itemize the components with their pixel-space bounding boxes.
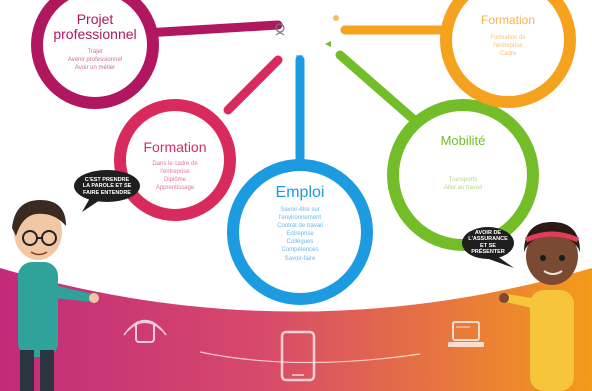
speech-bubble-left-text: C'EST PRENDRE LA PAROLE ET SE FAIRE ENTE…: [78, 177, 136, 196]
speech-right-line: L'ASSURANCE: [468, 236, 508, 243]
wifi-icon: [123, 319, 167, 343]
mobilite-title: Mobilité: [440, 133, 486, 148]
projet-description: Trajet Avenir professionnel Avoir un mét…: [40, 48, 150, 72]
speech-left-line: C'EST PRENDRE: [84, 177, 130, 183]
bottom-band: [0, 268, 592, 391]
hub-icon: [275, 15, 339, 63]
emploi-desc-line: Compétences: [281, 247, 319, 254]
projet-title-line2: professionnel: [53, 26, 137, 43]
formation-title: Formation: [143, 139, 207, 155]
formation-desc-line: Apprentissage: [155, 185, 195, 192]
emploi-desc-line: Savoir-faire: [284, 255, 316, 262]
formation-description: Dans le cadre de l'entreprise Diplôme Ap…: [125, 160, 225, 192]
bottom-band-curve: [199, 351, 421, 364]
projet-title: Projet professionnel: [40, 11, 150, 43]
speech-bubble-left: [74, 170, 140, 212]
speech-right-line: PRÉSENTER: [471, 248, 505, 255]
mobilite-description: Transports Aller au travail: [413, 176, 513, 192]
orange-desc-line: Formation de: [490, 35, 526, 41]
speech-bubble-right-text: AVOIR DE L'ASSURANCE ET SE PRÉSENTER: [466, 230, 510, 255]
circle-projet: [31, 0, 159, 109]
computer-icon: [448, 321, 484, 347]
connector-projet: [140, 20, 283, 38]
projet-desc-line: Avoir un métier: [74, 65, 116, 72]
mobilite-desc-line: Aller au travail: [443, 185, 482, 192]
emploi-description: Savoir-être sur l'environnement Contrat …: [245, 206, 355, 263]
projet-desc-line: Avenir professionnel: [67, 57, 123, 64]
formation-desc-line: l'entreprise: [160, 169, 190, 176]
orange-desc-line: Cadre: [499, 51, 517, 58]
orange-title: Formation: [480, 13, 536, 27]
speech-left-line: FAIRE ENTENDRE: [83, 189, 131, 196]
projet-title-line1: Projet: [76, 11, 114, 27]
formation-desc-line: Diplôme: [163, 177, 186, 184]
tablet-icon: [280, 330, 316, 382]
mobilite-desc-line: Transports: [448, 177, 478, 183]
circle-emploi: [227, 159, 373, 305]
emploi-desc-line: Savoir-être sur: [280, 207, 320, 213]
speech-left-line: LA PAROLE ET SE: [82, 183, 132, 190]
emploi-desc-line: l'environnement: [278, 215, 322, 222]
connector-formation: [223, 55, 283, 115]
orange-description: Formation de l'entreprise Cadre: [458, 34, 558, 58]
character-girl-with-headband: [499, 222, 580, 391]
orange-desc-line: l'entreprise: [493, 43, 523, 50]
character-boy-with-glasses: [12, 200, 99, 391]
circle-formation: [114, 99, 236, 221]
speech-right-line: AVOIR DE: [474, 230, 502, 236]
projet-desc-line: Trajet: [87, 49, 103, 55]
connector-mobilite: [335, 50, 425, 130]
circle-mobilite: [387, 99, 539, 251]
emploi-desc-line: Entreprise: [286, 231, 314, 238]
speech-bubble-right: [462, 227, 514, 268]
speech-right-line: ET SE: [480, 242, 496, 249]
emploi-desc-line: Collègues: [286, 239, 314, 246]
emploi-desc-line: Contrat de travail: [277, 223, 323, 230]
formation-desc-line: Dans le cadre de: [152, 161, 198, 167]
emploi-title: Emploi: [275, 184, 325, 201]
circle-orange: [440, 0, 576, 108]
